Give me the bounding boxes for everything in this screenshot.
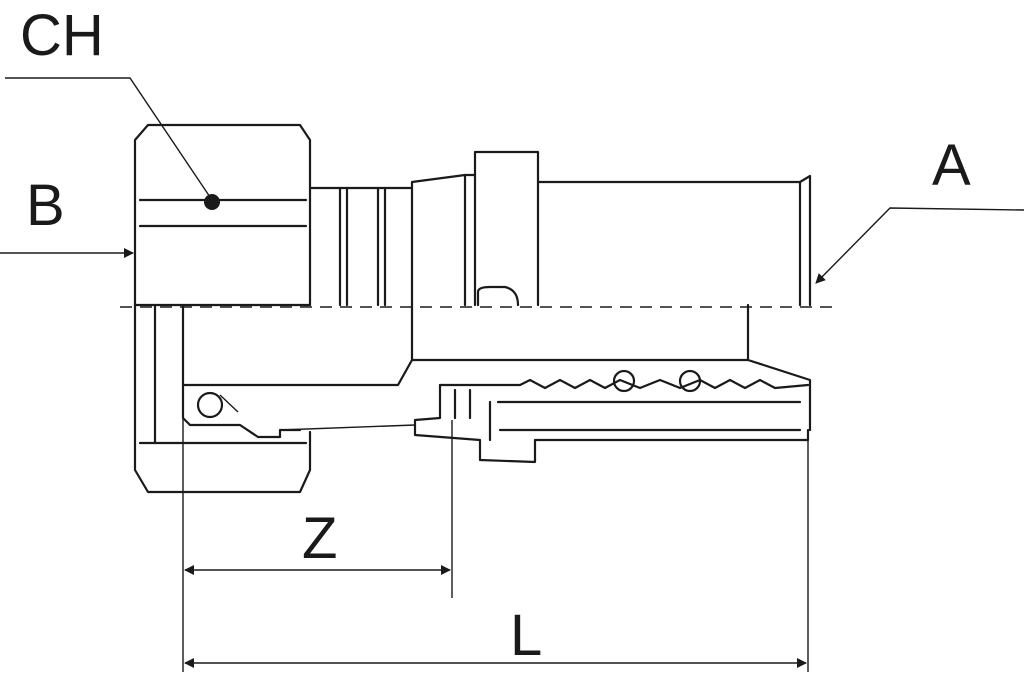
hex-nut: [133, 123, 312, 494]
barbed-insert: [279, 369, 810, 464]
label-b: B: [26, 173, 65, 238]
leader-ch: [5, 77, 220, 210]
dimension-z: [182, 400, 453, 672]
dimension-l: [184, 440, 809, 672]
label-ch: CH: [20, 3, 104, 68]
leader-a: [815, 207, 1024, 284]
neck-section: [181, 186, 414, 387]
label-z: Z: [302, 506, 337, 571]
nut-seal: [181, 391, 302, 439]
label-l: L: [510, 603, 542, 668]
label-a: A: [932, 133, 971, 198]
fitting-body: [410, 150, 812, 432]
